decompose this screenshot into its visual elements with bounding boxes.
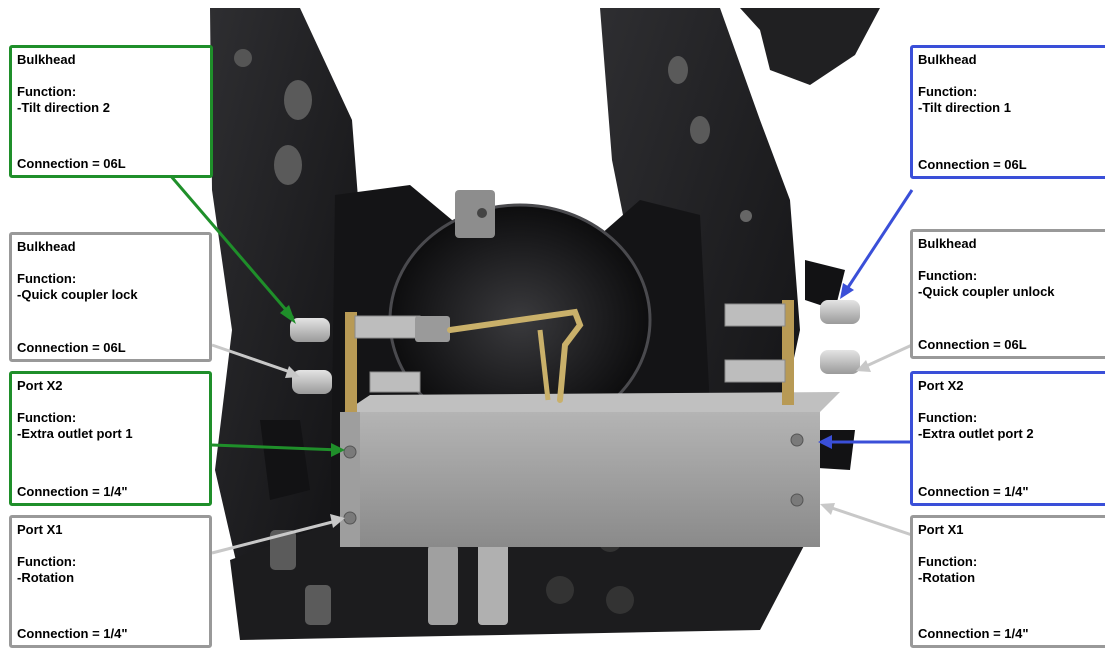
arrow-quick-unlock: [861, 343, 913, 370]
callout-function-value: -Tilt direction 2: [17, 100, 110, 115]
arrow-tilt-1: [843, 189, 914, 293]
manifold-port: [343, 511, 357, 525]
callout-function-value: -Extra outlet port 1: [17, 426, 133, 441]
callout-quick-coupler-lock: Bulkhead Function: -Quick coupler lock C…: [9, 232, 212, 362]
arrow-rotation-right: [825, 504, 913, 537]
callout-function-value: -Quick coupler lock: [17, 287, 138, 302]
callout-function-label: Function:: [918, 554, 978, 569]
thread-right-upper: [724, 303, 786, 327]
base-bolt: [606, 586, 634, 614]
manifold-port: [343, 445, 357, 459]
fitting-left-lower: [292, 370, 332, 394]
callout-quick-coupler-unlock: Bulkhead Function: -Quick coupler unlock…: [910, 229, 1105, 359]
callout-connection: Connection = 1/4": [918, 626, 1029, 641]
base-cylinder: [270, 530, 296, 570]
manifold-port: [790, 433, 804, 447]
top-block-hole: [477, 208, 487, 218]
fitting-left-upper: [290, 318, 330, 342]
arrow-tilt-1-head: [840, 283, 854, 299]
callout-function-value: -Extra outlet port 2: [918, 426, 1034, 441]
callout-function-label: Function:: [918, 84, 978, 99]
thread-left-lower: [369, 371, 421, 393]
fitting-right-lower: [820, 350, 860, 374]
arrow-quick-lock: [211, 343, 297, 376]
callout-function-label: Function:: [918, 410, 978, 425]
right-side-lug: [815, 430, 855, 470]
manifold-block: [340, 412, 820, 547]
callout-port-x1-left: Port X1 Function: -Rotation Connection =…: [9, 515, 212, 648]
arrow-quick-unlock-head: [856, 360, 871, 372]
thread-left-upper: [354, 315, 421, 339]
lock-pin-bar: [537, 329, 551, 401]
base-hose-fitting: [428, 545, 458, 625]
callout-connection: Connection = 1/4": [17, 484, 128, 499]
arrow-rotation-right-head: [820, 503, 835, 515]
left-side-lug: [260, 420, 310, 500]
callout-title: Bulkhead: [17, 52, 76, 67]
callout-tilt-direction-2: Bulkhead Function: -Tilt direction 2 Con…: [9, 45, 213, 178]
callout-title: Port X2: [17, 378, 63, 393]
arrow-tilt-2: [168, 174, 295, 319]
manifold-left-face: [340, 412, 360, 547]
callout-port-x2-left: Port X2 Function: -Extra outlet port 1 C…: [9, 371, 212, 506]
callout-function-label: Function:: [918, 268, 978, 283]
manifold-top: [340, 392, 840, 415]
callout-title: Bulkhead: [17, 239, 76, 254]
callout-port-x1-right: Port X1 Function: -Rotation Connection =…: [910, 515, 1105, 648]
base-hose-fitting: [478, 540, 508, 625]
callout-title: Port X1: [17, 522, 63, 537]
callout-connection: Connection = 06L: [17, 340, 126, 355]
callout-connection: Connection = 1/4": [918, 484, 1029, 499]
callout-function-value: -Rotation: [918, 570, 976, 585]
manifold-port: [790, 493, 804, 507]
base-cylinder: [305, 585, 331, 625]
callout-title: Port X1: [918, 522, 964, 537]
callout-title: Port X2: [918, 378, 964, 393]
arrow-quick-lock-head: [285, 366, 300, 378]
callout-function-label: Function:: [17, 554, 77, 569]
callout-connection: Connection = 06L: [918, 337, 1027, 352]
callout-function-value: -Quick coupler unlock: [918, 284, 1055, 299]
base-bolt: [546, 576, 574, 604]
plate-hole: [234, 49, 252, 67]
arrow-extra-2-head: [818, 435, 832, 449]
plate-hole: [668, 56, 688, 84]
callout-connection: Connection = 1/4": [17, 626, 128, 641]
right-side-lug: [805, 260, 845, 310]
callout-function-value: -Tilt direction 1: [918, 100, 1011, 115]
left-tilt-plate: [210, 8, 362, 600]
plate-hole: [274, 145, 302, 185]
right-hook: [740, 8, 880, 85]
coupling-left: [415, 316, 450, 342]
callout-function-label: Function:: [17, 410, 77, 425]
callout-connection: Connection = 06L: [918, 157, 1027, 172]
callout-tilt-direction-1: Bulkhead Function: -Tilt direction 1 Con…: [910, 45, 1105, 179]
arrow-extra-1-head: [331, 443, 345, 457]
arrow-rotation-left-head: [330, 514, 345, 528]
callout-function-label: Function:: [17, 84, 77, 99]
plate-hole: [690, 116, 710, 144]
thread-right-lower: [724, 359, 786, 383]
arrow-rotation-left: [211, 518, 341, 555]
arrow-tilt-2-head: [280, 305, 296, 324]
lock-pin: [447, 308, 584, 403]
callout-title: Bulkhead: [918, 52, 977, 67]
callout-function-value: -Rotation: [17, 570, 75, 585]
callout-connection: Connection = 06L: [17, 156, 126, 171]
callout-function-label: Function:: [17, 271, 77, 286]
arrow-extra-1: [211, 443, 341, 452]
callout-title: Bulkhead: [918, 236, 977, 251]
callout-port-x2-right: Port X2 Function: -Extra outlet port 2 C…: [910, 371, 1105, 506]
left-bulkhead-plate: [345, 312, 357, 412]
fitting-right-upper: [820, 300, 860, 324]
top-block: [455, 190, 495, 238]
plate-hole: [284, 80, 312, 120]
plate-hole: [740, 210, 752, 222]
